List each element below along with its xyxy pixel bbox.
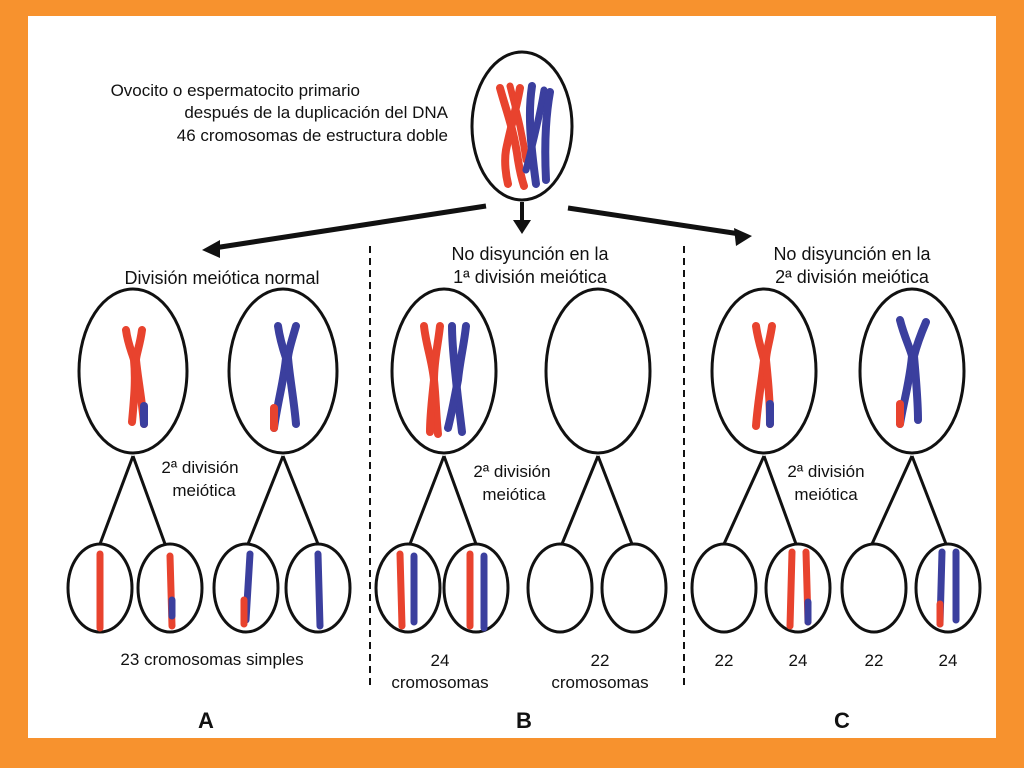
- chromosome-red-c1: [752, 322, 776, 430]
- gamete-a4: [284, 542, 352, 634]
- replicated-chromosome-pair: [496, 82, 554, 190]
- branch-arrows: [202, 202, 752, 258]
- cell-a1: [77, 287, 189, 455]
- panel-b-right-unit: cromosomas: [551, 673, 648, 692]
- top-label-line2: después de la duplicación del DNA: [184, 103, 448, 122]
- panel-c-letter: C: [834, 708, 850, 733]
- gamete-b4-empty: [600, 542, 668, 634]
- gamete-b2: [442, 542, 510, 634]
- gamete-b1: [374, 542, 442, 634]
- panel-a-second-division-l1: 2ª división: [161, 458, 238, 477]
- primary-cell: [470, 50, 574, 202]
- panel-a-title: División meiótica normal: [124, 268, 319, 288]
- chromosome-blue-a2: [270, 322, 300, 432]
- panel-b-title-l2: 1ª división meiótica: [453, 267, 608, 287]
- panel-c-second-division-l2: meiótica: [794, 485, 858, 504]
- cell-a2: [227, 287, 339, 455]
- panel-c-second-division-l1: 2ª división: [787, 462, 864, 481]
- panel-c-count-2: 24: [789, 651, 808, 670]
- panel-c-count-4: 24: [939, 651, 958, 670]
- panel-b-second-division-l2: meiótica: [482, 485, 546, 504]
- chromosome-pair-b1: [420, 322, 470, 438]
- panel-c-title-l2: 2ª división meiótica: [775, 267, 930, 287]
- chromatid-c2-left: [786, 548, 796, 630]
- panel-c-count-1: 22: [715, 651, 734, 670]
- cell-b1: [390, 287, 498, 455]
- top-label-line1: Ovocito o espermatocito primario: [111, 81, 360, 100]
- top-label-line3: 46 cromosomas de estructura doble: [177, 126, 448, 145]
- gamete-a2: [136, 542, 204, 634]
- gamete-c3-empty: [840, 542, 908, 634]
- panel-c-count-3: 22: [865, 651, 884, 670]
- chromatid-blue-a4: [314, 550, 324, 630]
- panel-c-split-lines: [722, 455, 948, 545]
- panel-a-second-division-l2: meiótica: [172, 481, 236, 500]
- gamete-c1-empty: [690, 542, 758, 634]
- gamete-a3: [212, 542, 280, 634]
- chromosome-blue-c2: [896, 316, 930, 428]
- gamete-c4: [914, 542, 982, 634]
- panel-b-second-division-l1: 2ª división: [473, 462, 550, 481]
- panel-a-split-lines: [98, 455, 320, 545]
- cell-c2: [858, 287, 966, 455]
- cell-c1: [710, 287, 818, 455]
- panel-b-left-unit: cromosomas: [391, 673, 488, 692]
- panel-b-title-l1: No disyunción en la: [451, 244, 609, 264]
- gamete-b3-empty: [526, 542, 594, 634]
- panel-b-right-count: 22: [591, 651, 610, 670]
- panel-b-left-count: 24: [431, 651, 450, 670]
- chromatid-b1-red: [396, 550, 406, 630]
- panel-a-letter: A: [198, 708, 214, 733]
- cell-b2-empty: [544, 287, 652, 455]
- gamete-a1: [66, 542, 134, 634]
- gamete-c2: [764, 542, 832, 634]
- panel-c-title-l1: No disyunción en la: [773, 244, 931, 264]
- panel-a-bottom-label: 23 cromosomas simples: [120, 650, 303, 669]
- chromosome-red-a1: [122, 326, 148, 428]
- panel-b-letter: B: [516, 708, 532, 733]
- panel-b-split-lines: [408, 455, 634, 545]
